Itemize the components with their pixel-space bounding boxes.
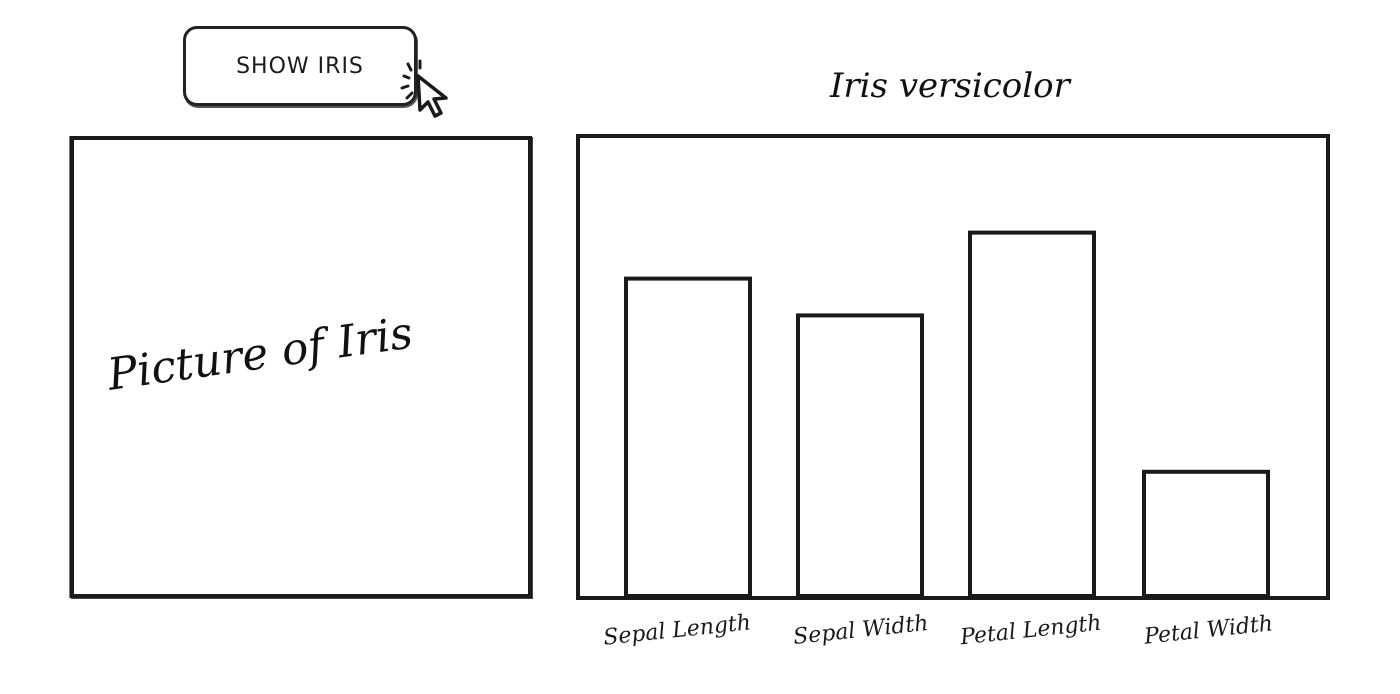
- bar-sepal-width: [796, 313, 924, 598]
- bar-petal-width: [1142, 469, 1270, 598]
- chart-frame: [576, 134, 1330, 600]
- bar-sepal-length: [624, 276, 752, 598]
- show-iris-button-label: SHOW IRIS: [236, 53, 364, 79]
- bar-petal-length: [968, 230, 1096, 598]
- pointer-click-icon: [400, 59, 448, 118]
- chart-title: Iris versicolor: [830, 66, 1070, 106]
- iris-picture-placeholder: [70, 136, 532, 598]
- show-iris-button[interactable]: SHOW IRIS: [183, 26, 417, 106]
